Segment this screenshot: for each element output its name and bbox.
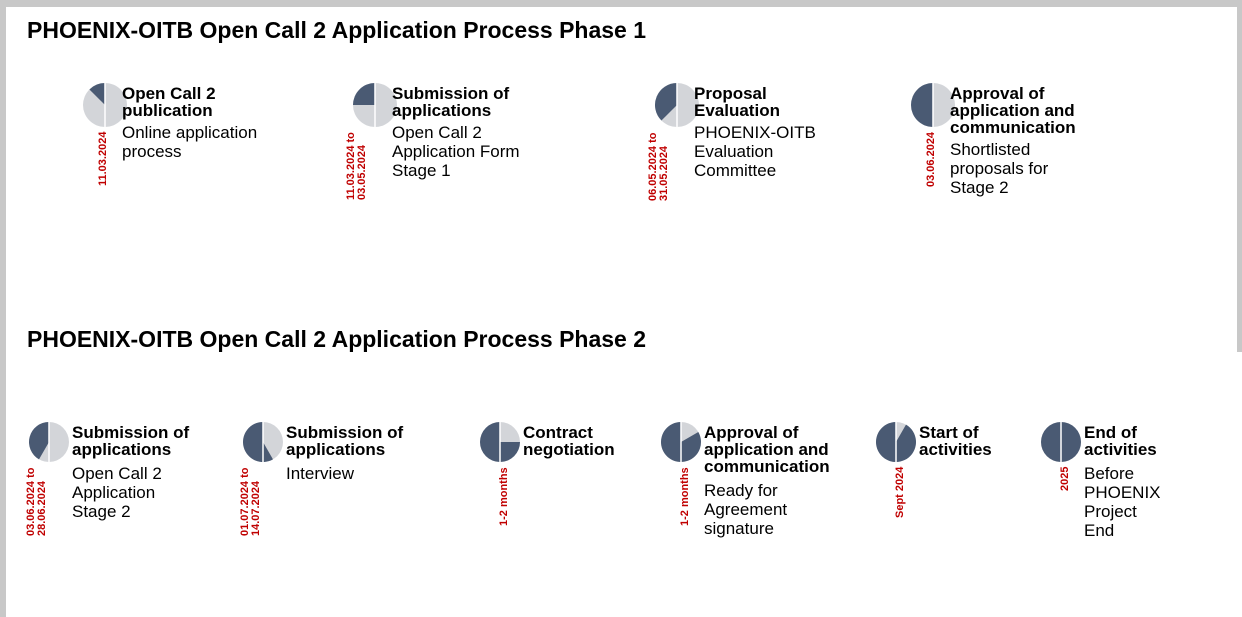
step-title-line: Submission of bbox=[286, 423, 404, 442]
step-description-line: Open Call 2 bbox=[392, 123, 482, 142]
step-date-line: 1-2 months bbox=[498, 467, 510, 526]
step-date-line: 03.05.2024 bbox=[356, 144, 368, 200]
step-description-line: process bbox=[122, 142, 182, 161]
step-title-line: publication bbox=[122, 101, 213, 120]
step-date-line: 11.03.2024 bbox=[97, 131, 109, 186]
step-description-line: Online application bbox=[122, 123, 258, 142]
step-title-line: Proposal bbox=[694, 84, 767, 103]
progress-pie-icon bbox=[655, 83, 699, 127]
phase1-heading: PHOENIX-OITB Open Call 2 Application Pro… bbox=[27, 17, 647, 43]
step-description-line: Shortlisted bbox=[950, 140, 1031, 159]
step-title-line: applications bbox=[286, 440, 386, 459]
step-title-line: Submission of bbox=[392, 84, 510, 103]
frame-top-border bbox=[0, 0, 1242, 7]
progress-pie-icon bbox=[83, 83, 127, 127]
progress-pie-icon bbox=[1041, 422, 1081, 462]
step-description-line: Stage 2 bbox=[950, 178, 1009, 197]
step-title-line: activities bbox=[919, 440, 992, 459]
step-title-line: Approval of bbox=[950, 84, 1045, 103]
pie-slice bbox=[29, 422, 49, 460]
step-title-line: Contract bbox=[523, 423, 593, 442]
step-title-line: applications bbox=[72, 440, 172, 459]
step-date-line: 03.06.2024 bbox=[925, 131, 937, 187]
step-title-line: Approval of bbox=[704, 423, 799, 442]
step-date-line: Sept 2024 bbox=[894, 466, 906, 518]
step-description-line: Ready for bbox=[704, 481, 778, 500]
step-description-line: Open Call 2 bbox=[72, 464, 162, 483]
step-description-line: Before bbox=[1084, 464, 1135, 483]
step-title-line: communication bbox=[950, 118, 1076, 137]
step-date-line: 1-2 months bbox=[679, 467, 691, 526]
step-description-line: Agreement bbox=[704, 500, 788, 519]
step-description-line: Evaluation bbox=[694, 142, 774, 161]
step-description-line: Project bbox=[1084, 502, 1137, 521]
step-date-line: 14.07.2024 bbox=[250, 480, 262, 536]
progress-pie-icon bbox=[480, 422, 520, 462]
progress-pie-icon bbox=[911, 83, 955, 127]
progress-pie-icon bbox=[243, 422, 283, 462]
pie-slice bbox=[243, 422, 273, 462]
step-description-line: Stage 2 bbox=[72, 502, 131, 521]
step-title-line: negotiation bbox=[523, 440, 615, 459]
step-title-line: activities bbox=[1084, 440, 1157, 459]
step-description-line: End bbox=[1084, 521, 1115, 540]
step-title-line: Submission of bbox=[72, 423, 190, 442]
pie-slice bbox=[911, 83, 933, 127]
step-title-line: Evaluation bbox=[694, 101, 780, 120]
pie-slice bbox=[655, 83, 677, 121]
step-title-line: application and bbox=[704, 440, 829, 459]
step-description-line: proposals for bbox=[950, 159, 1049, 178]
phase2-heading: PHOENIX-OITB Open Call 2 Application Pro… bbox=[27, 326, 647, 352]
step-description: Interview bbox=[286, 464, 354, 483]
step-description-line: signature bbox=[704, 519, 774, 538]
frame-right-border bbox=[1237, 0, 1242, 352]
progress-pie-icon bbox=[876, 422, 916, 462]
step-description-line: PHOENIX-OITB bbox=[694, 123, 816, 142]
step-description-line: PHOENIX bbox=[1084, 483, 1161, 502]
progress-pie-icon bbox=[353, 83, 397, 127]
step-title-line: communication bbox=[704, 457, 830, 476]
pie-slice bbox=[353, 83, 375, 105]
step-title-line: Open Call 2 bbox=[122, 84, 216, 103]
frame-left-border bbox=[0, 0, 6, 617]
step-description-line: Committee bbox=[694, 161, 777, 180]
step-description-line: Application bbox=[72, 483, 156, 502]
step-title-line: application and bbox=[950, 101, 1075, 120]
step-description-line: Application Form bbox=[392, 142, 520, 161]
step-date-line: 28.06.2024 bbox=[36, 480, 48, 536]
step-title-line: applications bbox=[392, 101, 492, 120]
progress-pie-icon bbox=[661, 422, 701, 462]
progress-pie-icon bbox=[29, 422, 69, 462]
step-date-line: 31.05.2024 bbox=[658, 145, 670, 201]
step-description-line: Interview bbox=[286, 464, 355, 483]
step-date-line: 2025 bbox=[1059, 466, 1071, 491]
pie-slice bbox=[89, 83, 105, 105]
step-title-line: End of bbox=[1084, 423, 1137, 442]
step-description-line: Stage 1 bbox=[392, 161, 451, 180]
step-title-line: Start of bbox=[919, 423, 979, 442]
